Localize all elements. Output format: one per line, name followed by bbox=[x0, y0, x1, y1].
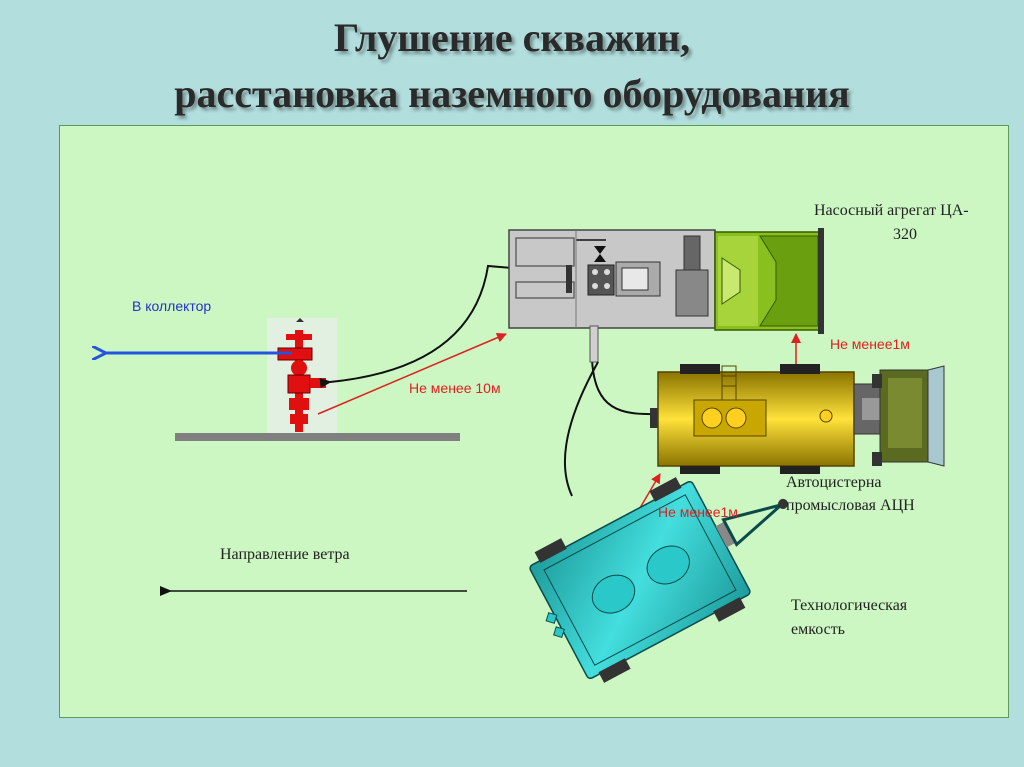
wellhead bbox=[267, 318, 337, 433]
injection-hose bbox=[319, 264, 513, 388]
min-10m-label: Не менее 10м bbox=[409, 380, 501, 396]
distance-arrow-10m bbox=[317, 332, 507, 415]
tanker-label-line2: промысловая АЦН bbox=[786, 497, 915, 514]
title-line-2: расстановка наземного оборудования bbox=[174, 71, 850, 116]
collector-label: В коллектор bbox=[132, 298, 212, 314]
wind-direction-label: Направление ветра bbox=[220, 546, 350, 563]
technological-tank bbox=[529, 477, 789, 683]
tanker-label-line1: Автоцистерна bbox=[786, 474, 882, 491]
ground-line bbox=[175, 433, 460, 441]
title-line-1: Глушение скважин, bbox=[333, 15, 691, 60]
pump-unit-label-line2: 320 bbox=[893, 226, 917, 243]
tank-label-line1: Технологическая bbox=[791, 597, 908, 614]
tank-label-line2: емкость bbox=[791, 621, 845, 638]
pump-unit-label-line1: Насосный агрегат ЦА- bbox=[814, 202, 969, 219]
supply-hose-tanker bbox=[591, 330, 659, 416]
pump-unit-ca320 bbox=[508, 228, 824, 334]
supply-hose-tank bbox=[563, 361, 599, 497]
tanker-acn bbox=[650, 364, 945, 474]
min-1m-bottom-label: Не менее1м bbox=[658, 504, 738, 520]
min-1m-top-label: Не менее1м bbox=[830, 336, 910, 352]
